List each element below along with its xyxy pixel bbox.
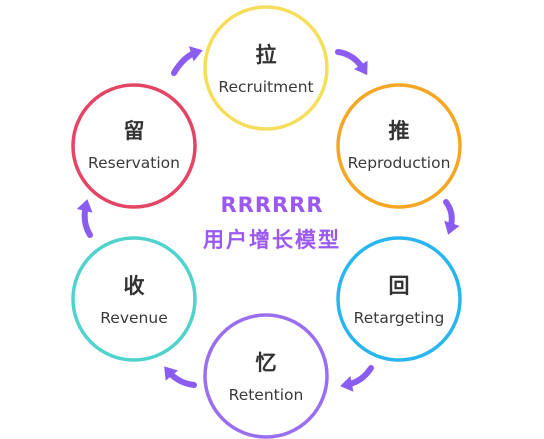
stage-cn-recruitment: 拉 — [255, 43, 277, 67]
stage-en-recruitment: Recruitment — [218, 78, 314, 96]
arrowhead-reproduction-to-retargeting — [444, 220, 460, 235]
stage-label-revenue: 收 Revenue — [69, 273, 199, 329]
stage-en-reproduction: Reproduction — [347, 154, 451, 172]
center-title-line2: 用户增长模型 — [203, 228, 341, 252]
stage-en-retention: Retention — [228, 386, 304, 404]
stage-cn-revenue: 收 — [123, 274, 145, 298]
stage-circle-retargeting — [336, 236, 462, 362]
stage-cn-reservation: 留 — [123, 119, 145, 143]
arrowhead-reservation-to-recruitment — [188, 46, 203, 62]
center-title-line1: RRRRRR — [220, 193, 324, 217]
stage-label-reproduction: 推 Reproduction — [334, 118, 464, 174]
stage-circle-revenue — [71, 236, 197, 362]
arrowhead-retention-to-revenue — [164, 366, 178, 381]
arrowhead-recruitment-to-reproduction — [354, 60, 368, 76]
arrowhead-revenue-to-reservation — [76, 199, 93, 213]
stage-label-retargeting: 回 Retargeting — [334, 273, 464, 329]
stage-cn-retention: 忆 — [255, 351, 277, 375]
stage-cn-retargeting: 回 — [388, 274, 410, 298]
arrowhead-retargeting-to-retention — [340, 376, 354, 392]
stage-circle-recruitment — [203, 5, 329, 131]
stage-en-revenue: Revenue — [100, 309, 168, 327]
stage-label-retention: 忆 Retention — [201, 350, 331, 406]
stage-en-reservation: Reservation — [88, 154, 180, 172]
stage-label-reservation: 留 Reservation — [69, 118, 199, 174]
stage-label-recruitment: 拉 Recruitment — [201, 42, 331, 98]
stage-circle-reservation — [71, 83, 197, 209]
stage-cn-reproduction: 推 — [388, 119, 410, 143]
stage-circle-retention — [203, 313, 329, 439]
stage-circle-reproduction — [336, 83, 462, 209]
stage-en-retargeting: Retargeting — [353, 309, 445, 327]
